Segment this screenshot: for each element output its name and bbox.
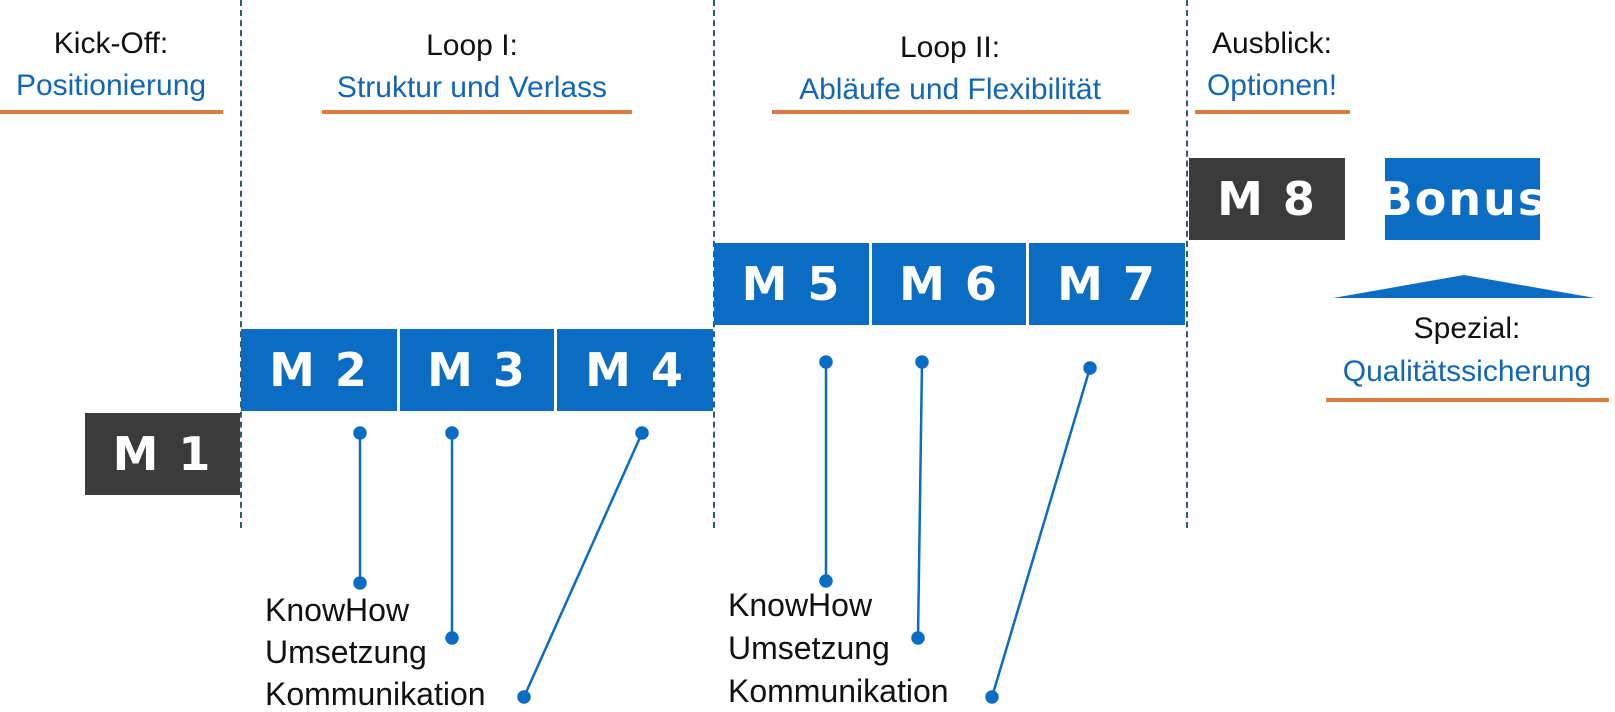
- dot-knowhow-1: [353, 576, 367, 590]
- kickoff-underline: [0, 110, 223, 114]
- dot-m7-top: [1083, 361, 1097, 375]
- dot-m3-top: [445, 426, 459, 440]
- loop2-subtitle: Abläufe und Flexibilität: [799, 73, 1101, 106]
- ausblick-subtitle: Optionen!: [1206, 69, 1338, 102]
- legend-loop1-knowhow: KnowHow: [265, 592, 410, 628]
- dot-m5-top: [819, 355, 833, 369]
- legend-loop2-umsetzung: Umsetzung: [728, 630, 890, 666]
- connector-m4-kommunikation: [522, 432, 644, 698]
- module-m3: M 3: [400, 329, 554, 411]
- spezial-underline: [1326, 398, 1609, 402]
- module-m8: M 8: [1189, 158, 1345, 240]
- module-m6: M 6: [872, 243, 1026, 325]
- dot-m4-top: [635, 426, 649, 440]
- dot-kommunikation-1: [517, 690, 531, 704]
- loop1-subtitle: Struktur und Verlass: [336, 71, 608, 104]
- connector-m7-kommunikation: [990, 367, 1092, 698]
- ausblick-label: Ausblick:: [1211, 27, 1333, 60]
- module-m4: M 4: [557, 329, 713, 411]
- module-bonus: Bonus: [1378, 158, 1545, 240]
- kickoff-label: Kick-Off:: [53, 27, 169, 60]
- spezial-subtitle: Qualitätssicherung: [1342, 355, 1592, 388]
- spezial-label: Spezial:: [1413, 312, 1521, 345]
- dot-m2-top: [353, 426, 367, 440]
- legend-loop1-umsetzung: Umsetzung: [265, 634, 427, 670]
- module-m5: M 5: [714, 243, 869, 325]
- dot-umsetzung-2: [911, 631, 925, 645]
- legend-loop1-kommunikation: Kommunikation: [265, 676, 486, 712]
- ausblick-underline: [1195, 110, 1350, 114]
- connector-m6-umsetzung: [916, 361, 924, 639]
- loop2-label: Loop II:: [899, 31, 1001, 64]
- legend-loop2-kommunikation: Kommunikation: [728, 673, 949, 709]
- dot-umsetzung-1: [445, 631, 459, 645]
- module-m2: M 2: [241, 329, 397, 411]
- module-m1: M 1: [85, 413, 240, 495]
- kickoff-subtitle: Positionierung: [15, 69, 207, 102]
- dot-kommunikation-2: [985, 690, 999, 704]
- divider-loop2-ausblick: [1186, 0, 1188, 528]
- spezial-wedge: [1333, 275, 1595, 298]
- loop2-underline: [772, 110, 1129, 114]
- dot-m6-top: [915, 355, 929, 369]
- module-m7: M 7: [1029, 243, 1185, 325]
- legend-loop2-knowhow: KnowHow: [728, 587, 873, 623]
- divider-kickoff-loop1: [240, 0, 242, 528]
- loop1-underline: [322, 110, 632, 114]
- loop1-label: Loop I:: [426, 29, 518, 62]
- dot-knowhow-2: [819, 574, 833, 588]
